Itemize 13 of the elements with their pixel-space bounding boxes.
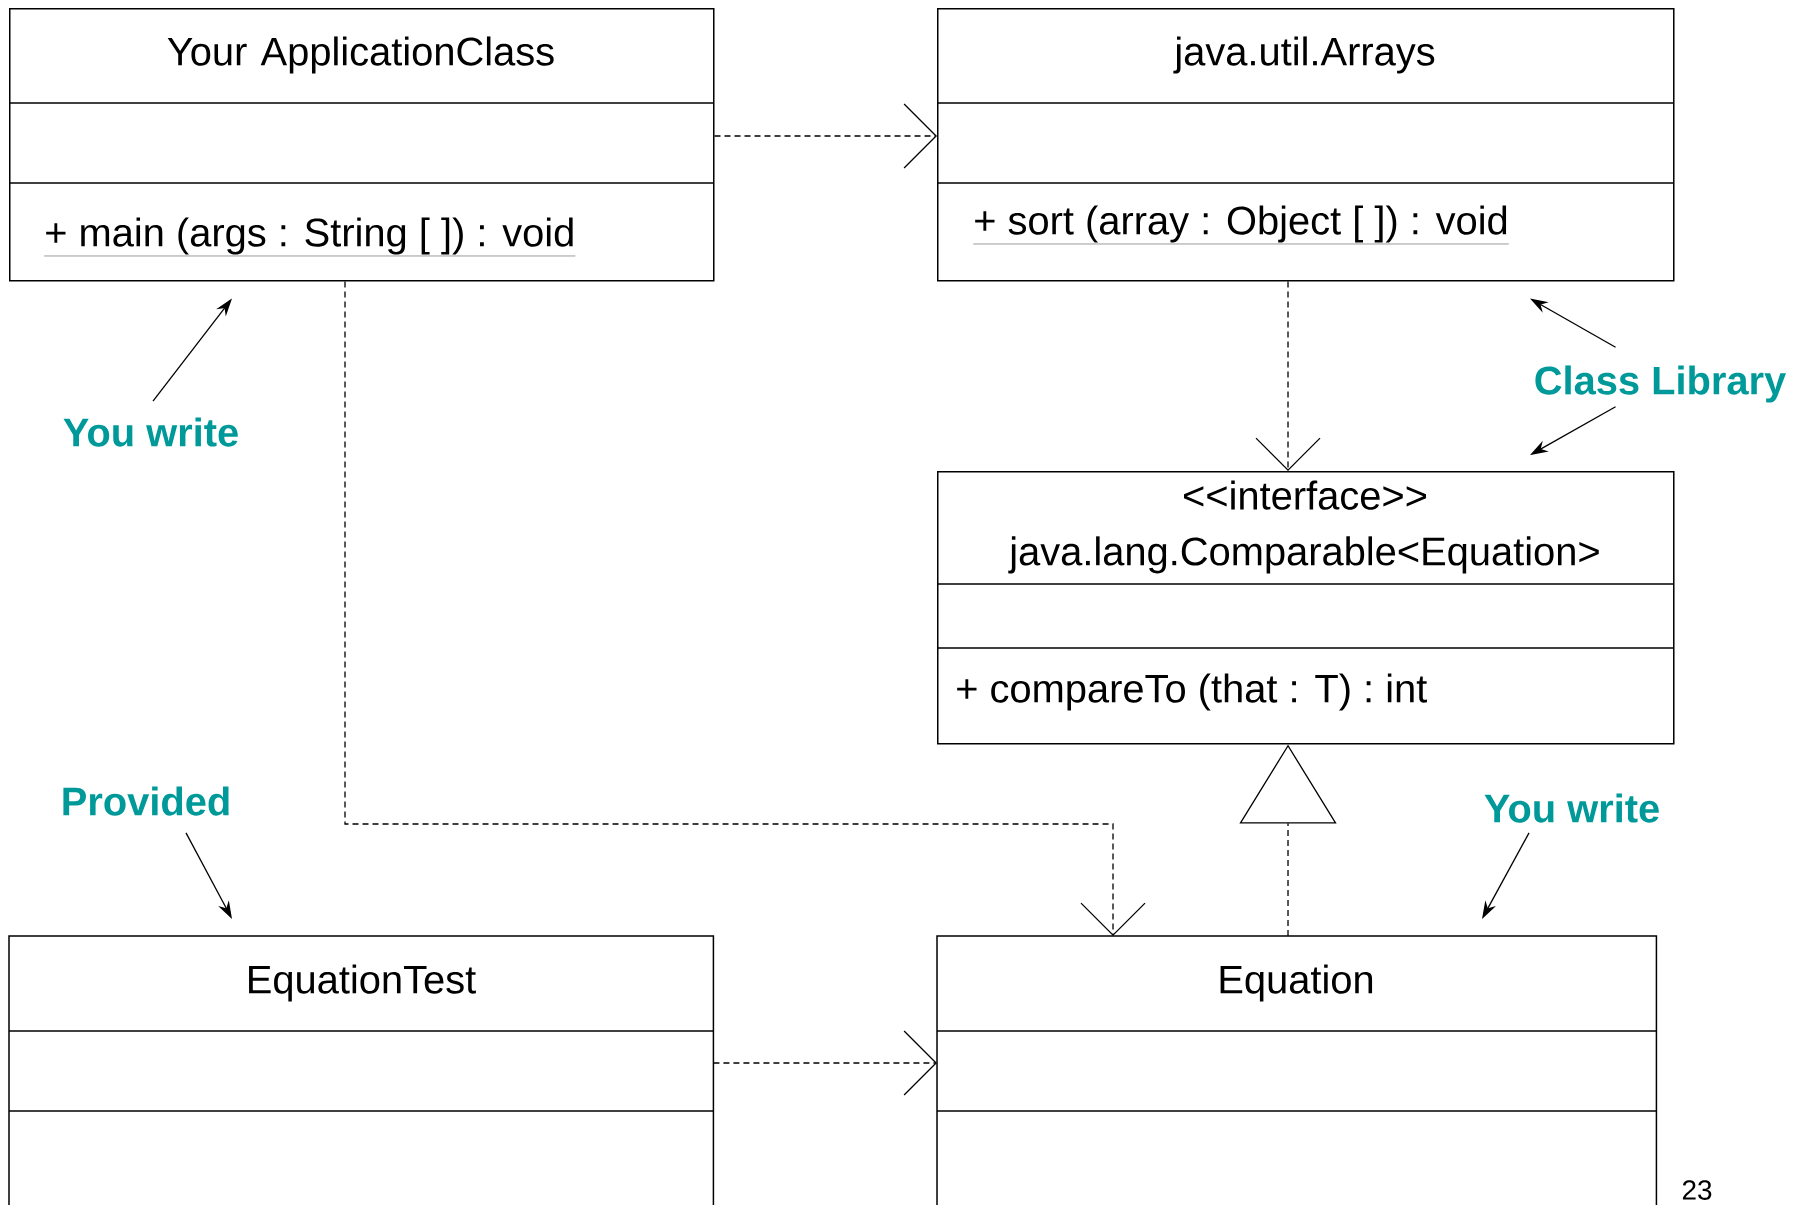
class-box: EquationTest <box>8 935 715 1205</box>
dependency-arrow <box>1255 280 1321 471</box>
dependency-arrow <box>713 103 937 169</box>
annotation-label: You write <box>63 417 238 447</box>
class-box: Your ApplicationClass + main (args : String [ ]) : void <box>8 8 715 282</box>
annotation-label: You write <box>1484 793 1659 823</box>
class-box: <<interface>> java.lang.Comparable<Equation> + compareTo (that : T) : int <box>936 471 1675 745</box>
class-box: Equation <box>936 935 1658 1205</box>
annotation-label: Class Library <box>1535 365 1786 403</box>
dependency-arrow <box>344 280 1146 936</box>
dependency-arrow <box>712 1030 937 1096</box>
class-box: java.util.Arrays + sort (array : Object [ ]) : void <box>936 8 1675 282</box>
annotation-label: Provided <box>63 786 229 816</box>
